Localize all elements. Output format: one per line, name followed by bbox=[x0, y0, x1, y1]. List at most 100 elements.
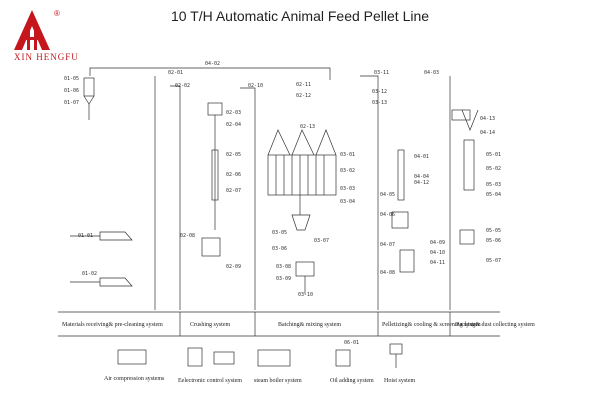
tag-05-06: 05-06 bbox=[486, 238, 501, 244]
tag-04-14: 04-14 bbox=[480, 130, 495, 136]
section-label-pelletizing: Pelletizing& cooling & screening system bbox=[382, 322, 481, 328]
tag-02-08: 02-08 bbox=[180, 233, 195, 239]
section-label-batching: Batching& mixing system bbox=[278, 322, 341, 328]
section-dividers bbox=[179, 312, 451, 336]
tag-05-02: 05-02 bbox=[486, 166, 501, 172]
tag-05-04: 05-04 bbox=[486, 192, 501, 198]
tag-02-05: 02-05 bbox=[226, 152, 241, 158]
tag-03-06: 03-06 bbox=[272, 246, 287, 252]
tag-01-02: 01-02 bbox=[82, 271, 97, 277]
control-cabinet-outline bbox=[187, 347, 203, 367]
air-compressor-outline bbox=[117, 349, 147, 365]
triangular-logo-icon: ® bbox=[14, 9, 60, 50]
tag-03-11: 03-11 bbox=[374, 70, 389, 76]
packing-scale bbox=[459, 229, 475, 245]
elevator-line-3 bbox=[240, 87, 256, 310]
batching-bins bbox=[267, 129, 337, 196]
packing-hopper bbox=[461, 109, 479, 131]
section-label-crushing: Crushing system bbox=[190, 322, 231, 328]
batching-bin-block bbox=[267, 154, 337, 196]
diagram-title: 10 T/H Automatic Animal Feed Pellet Line bbox=[170, 8, 430, 24]
brand-name: XIN HENGFU bbox=[14, 52, 79, 62]
tag-03-12: 03-12 bbox=[372, 89, 387, 95]
control-panel-outline bbox=[213, 351, 235, 365]
elevator-line-4 bbox=[360, 75, 379, 310]
crusher-bin bbox=[207, 102, 223, 116]
tag-03-04: 03-04 bbox=[340, 199, 355, 205]
intake-pit-1 bbox=[99, 231, 133, 241]
intake-conveyors bbox=[70, 235, 100, 283]
tag-02-09: 02-09 bbox=[226, 264, 241, 270]
batching-scale bbox=[291, 214, 311, 231]
steam-boiler-outline bbox=[257, 349, 291, 367]
dust-collector bbox=[451, 109, 471, 121]
hammer-mill bbox=[201, 237, 221, 257]
tag-02-10: 02-10 bbox=[248, 83, 263, 89]
tag-04-04: 04-04 bbox=[414, 174, 429, 180]
bin-dividers bbox=[275, 155, 325, 195]
tag-03-13: 03-13 bbox=[372, 100, 387, 106]
tag-05-03: 05-03 bbox=[486, 182, 501, 188]
pellet-silo bbox=[397, 149, 405, 201]
tag-04-03: 04-03 bbox=[424, 70, 439, 76]
tag-04-12: 04-12 bbox=[414, 180, 429, 186]
tag-04-10: 04-10 bbox=[430, 250, 445, 256]
batching-bin-hopper-3 bbox=[315, 129, 337, 156]
tag-01-05: 01-05 bbox=[64, 76, 79, 82]
tag-02-06: 02-06 bbox=[226, 172, 241, 178]
tag-03-03: 03-03 bbox=[340, 186, 355, 192]
tag-03-09: 03-09 bbox=[276, 276, 291, 282]
top-conveyor-line bbox=[89, 67, 331, 80]
tag-03-07: 03-07 bbox=[314, 238, 329, 244]
elevator-line-2 bbox=[170, 85, 181, 310]
tag-05-07: 05-07 bbox=[486, 258, 501, 264]
aux-label-steam-boiler: steam boiler system bbox=[254, 378, 302, 384]
tag-04-13: 04-13 bbox=[480, 116, 495, 122]
tag-04-02: 04-02 bbox=[205, 61, 220, 67]
tag-02-02: 02-02 bbox=[175, 83, 190, 89]
tag-04-08: 04-08 bbox=[380, 270, 395, 276]
tag-04-07: 04-07 bbox=[380, 242, 395, 248]
aux-label-electronic-control: Eelectronic control system bbox=[178, 378, 242, 384]
aux-label-air-compression: Air compression systems bbox=[104, 376, 165, 382]
tag-01-06: 01-06 bbox=[64, 88, 79, 94]
tag-02-13: 02-13 bbox=[300, 124, 315, 130]
tag-03-02: 03-02 bbox=[340, 168, 355, 174]
tag-05-01: 05-01 bbox=[486, 152, 501, 158]
tag-04-11: 04-11 bbox=[430, 260, 445, 266]
tag-02-04: 02-04 bbox=[226, 122, 241, 128]
intake-pit-2 bbox=[99, 277, 133, 287]
batching-bin-hopper-2 bbox=[291, 129, 315, 156]
tag-06-01: 06-01 bbox=[344, 340, 359, 346]
section-label-receiving: Materials receiving& pre-cleaning system bbox=[62, 322, 163, 328]
intake-cyclone bbox=[83, 77, 95, 97]
tag-03-10: 03-10 bbox=[298, 292, 313, 298]
batching-bin-hopper-1 bbox=[267, 129, 291, 156]
tag-03-08: 03-08 bbox=[276, 264, 291, 270]
tag-03-05: 03-05 bbox=[272, 230, 287, 236]
tag-02-11: 02-11 bbox=[296, 82, 311, 88]
crusher-silo bbox=[211, 149, 219, 201]
hoist-outline bbox=[389, 343, 403, 355]
cooler bbox=[399, 249, 415, 273]
tag-04-06: 04-06 bbox=[380, 212, 395, 218]
brand-logo: ® XIN HENGFU bbox=[10, 6, 78, 62]
tag-02-03: 02-03 bbox=[226, 110, 241, 116]
aux-label-oil-adding: Oil adding system bbox=[330, 378, 374, 384]
oil-tank-outline bbox=[335, 349, 351, 367]
aux-label-hoist: Hoist system bbox=[384, 378, 416, 384]
tag-01-07: 01-07 bbox=[64, 100, 79, 106]
tag-02-07: 02-07 bbox=[226, 188, 241, 194]
tag-04-05: 04-05 bbox=[380, 192, 395, 198]
mixer bbox=[295, 261, 315, 277]
section-label-packing: Packing& dust collecting system bbox=[456, 322, 535, 328]
tag-01-01: 01-01 bbox=[78, 233, 93, 239]
packing-silo bbox=[463, 139, 475, 191]
registered-mark: ® bbox=[54, 9, 60, 18]
tag-02-12: 02-12 bbox=[296, 93, 311, 99]
tag-04-01: 04-01 bbox=[414, 154, 429, 160]
tag-02-01: 02-01 bbox=[168, 70, 183, 76]
tag-04-09: 04-09 bbox=[430, 240, 445, 246]
